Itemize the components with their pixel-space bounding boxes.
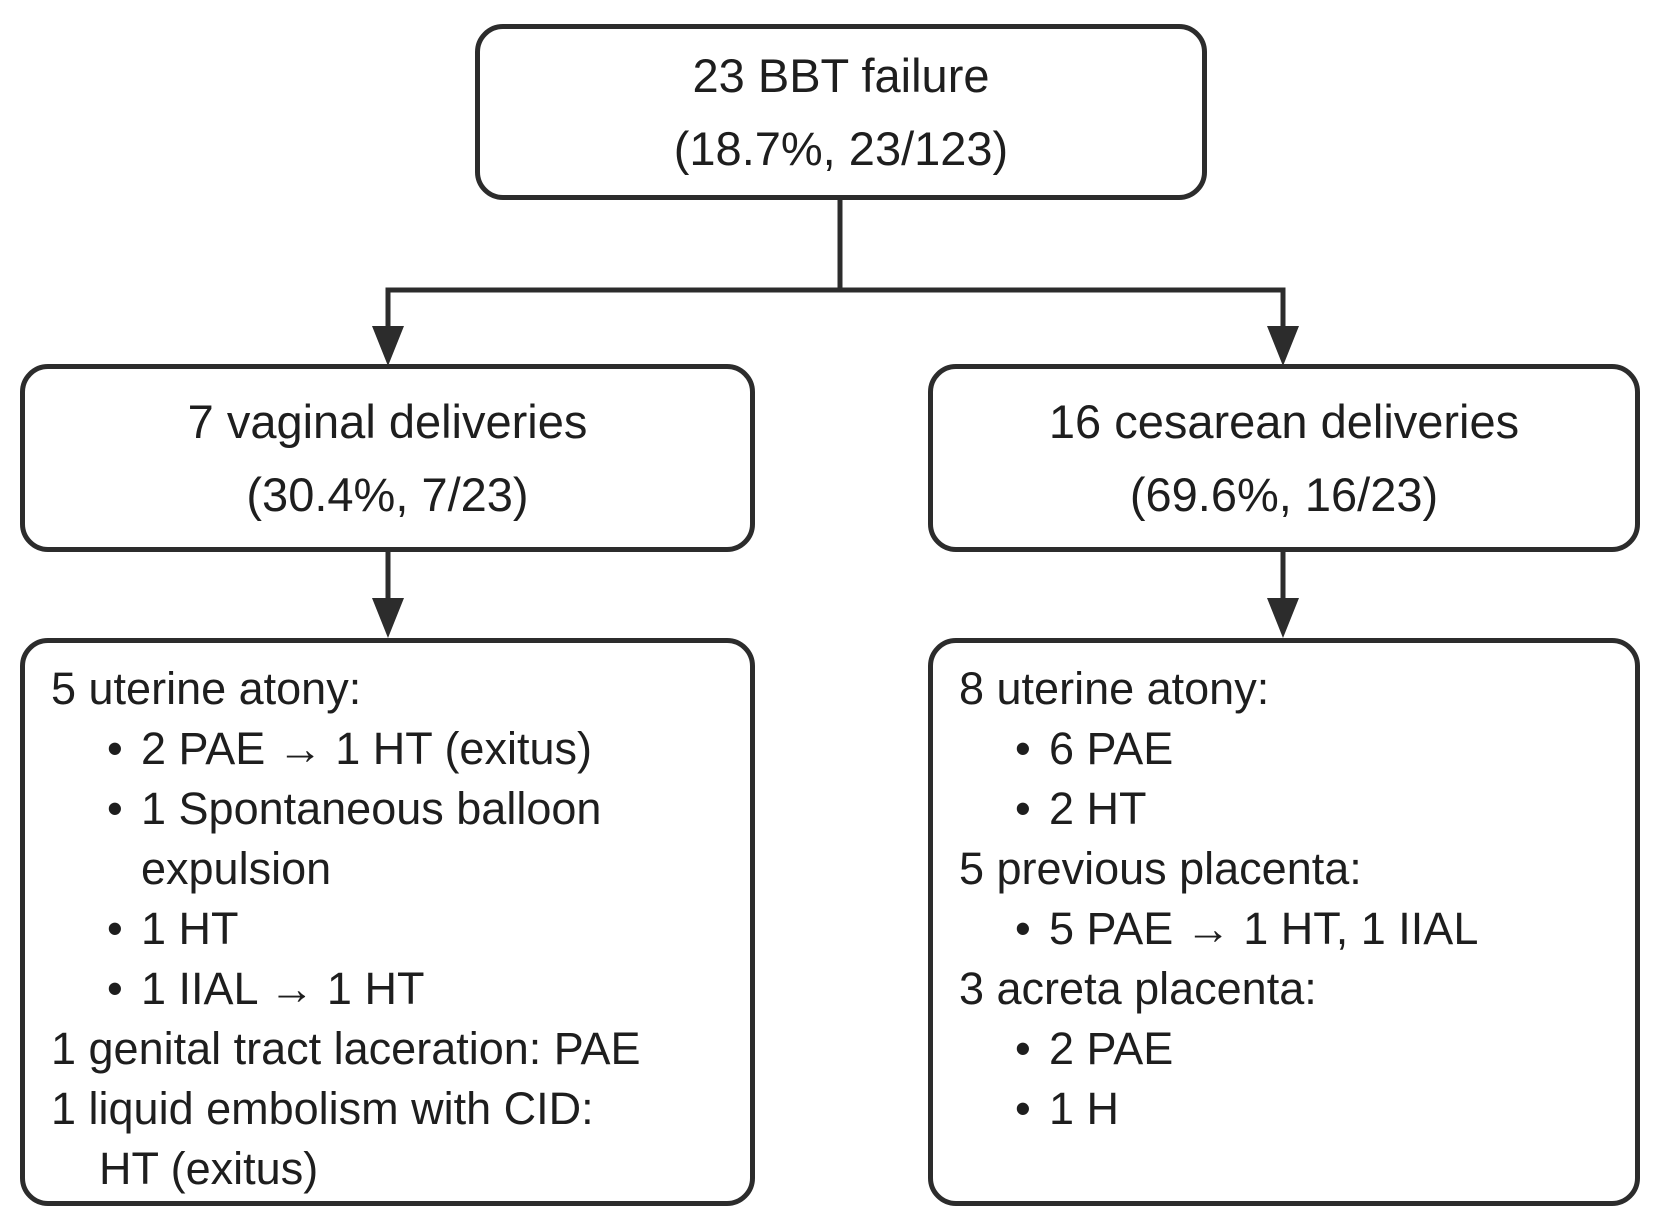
- outcome-bullet: 2 HT: [959, 779, 1611, 839]
- arrowhead-icon: [1267, 326, 1299, 366]
- node-stat: (69.6%, 16/23): [1129, 468, 1439, 521]
- node-cesarean-deliveries: 16 cesarean deliveries (69.6%, 16/23): [928, 364, 1640, 552]
- outcome-line: 5 uterine atony:: [51, 663, 362, 714]
- node-vaginal-deliveries: 7 vaginal deliveries (30.4%, 7/23): [20, 364, 755, 552]
- outcome-line: 1 genital tract laceration: PAE: [51, 1023, 641, 1074]
- node-title: 16 cesarean deliveries: [1048, 395, 1520, 448]
- node-stat: (18.7%, 23/123): [673, 122, 1009, 175]
- outcome-line: 5 previous placenta:: [959, 843, 1362, 894]
- node-bbt-failure: 23 BBT failure (18.7%, 23/123): [475, 24, 1207, 200]
- outcome-bullet: 1 IIAL → 1 HT: [51, 959, 726, 1019]
- outcome-line: 3 acreta placenta:: [959, 963, 1317, 1014]
- outcome-bullet: 1 Spontaneous balloon: [51, 779, 726, 839]
- arrowhead-icon: [372, 598, 404, 638]
- outcome-bullet: 2 PAE: [959, 1019, 1611, 1079]
- outcome-bullet: 2 PAE → 1 HT (exitus): [51, 719, 726, 779]
- outcome-bullet: 5 PAE → 1 HT, 1 IIAL: [959, 899, 1611, 959]
- outcome-bullet: 1 HT: [51, 899, 726, 959]
- arrowhead-icon: [372, 326, 404, 366]
- arrowhead-icon: [1267, 598, 1299, 638]
- node-stat: (30.4%, 7/23): [246, 468, 529, 521]
- outcome-line: 1 liquid embolism with CID:: [51, 1083, 594, 1134]
- node-vaginal-outcomes: 5 uterine atony: 2 PAE → 1 HT (exitus) 1…: [20, 638, 755, 1206]
- node-title: 7 vaginal deliveries: [187, 395, 588, 448]
- node-cesarean-outcomes: 8 uterine atony: 6 PAE 2 HT 5 previous p…: [928, 638, 1640, 1206]
- outcome-line: 8 uterine atony:: [959, 663, 1270, 714]
- outcome-bullet: 6 PAE: [959, 719, 1611, 779]
- outcome-line: expulsion: [141, 843, 332, 894]
- node-title: 23 BBT failure: [692, 49, 990, 102]
- outcome-line: HT (exitus): [99, 1143, 319, 1194]
- outcome-bullet: 1 H: [959, 1079, 1611, 1139]
- connector-line: [385, 287, 1286, 332]
